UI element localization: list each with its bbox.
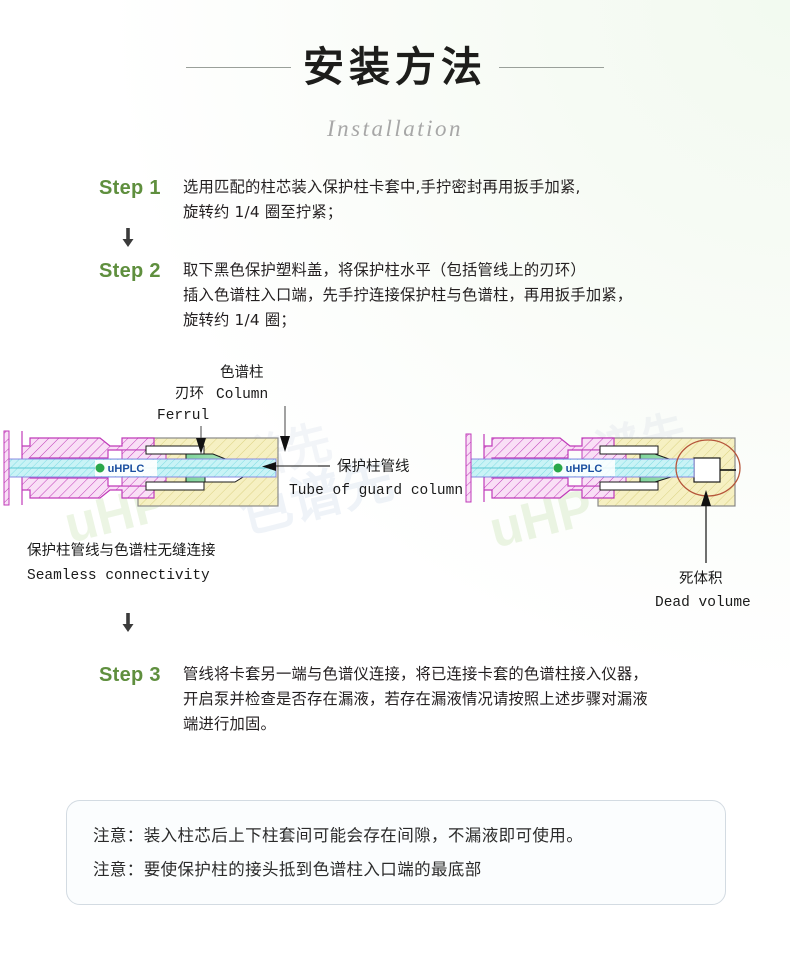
- notes-box: 注意：装入柱芯后上下柱套间可能会存在间隙，不漏液即可使用。 注意：要使保护柱的接…: [66, 800, 726, 905]
- flow-arrow-icon-2: [121, 613, 135, 633]
- step-1-text: 选用匹配的柱芯装入保护柱卡套中,手拧密封再用扳手加紧, 旋转约 1/4 圈至拧紧…: [183, 178, 581, 221]
- flow-arrow-icon: [121, 228, 135, 248]
- step-1-label: Step 1: [99, 177, 161, 199]
- label-seamless-cn: 保护柱管线与色谱柱无缝连接: [27, 542, 216, 559]
- step-1: Step 1 选用匹配的柱芯装入保护柱卡套中,手拧密封再用扳手加紧, 旋转约 1…: [99, 175, 581, 225]
- assembly-diagram: uHP 色谱先 谱先 谱先 uHP: [0, 358, 790, 620]
- step-3: Step 3 管线将卡套另一端与色谱仪连接，将已连接卡套的色谱柱接入仪器， 开启…: [99, 662, 648, 737]
- title-text-cn: 安装方法: [303, 43, 487, 91]
- step-3-label: Step 3: [99, 664, 161, 686]
- label-ferrule-cn: 刃环: [175, 386, 204, 402]
- dead-volume-highlight: [675, 439, 741, 497]
- right-labels: 死体积 Dead volume: [655, 490, 751, 611]
- label-dead-en: Dead volume: [655, 595, 751, 611]
- page-title: 安装方法: [0, 43, 790, 91]
- left-assembly: uHPLC: [3, 430, 279, 507]
- step-3-text: 管线将卡套另一端与色谱仪连接，将已连接卡套的色谱柱接入仪器， 开启泵并检查是否存…: [183, 665, 648, 733]
- title-rule-left: [186, 67, 291, 69]
- label-tube-cn: 保护柱管线: [337, 458, 410, 475]
- right-assembly: uHPLC: [465, 433, 741, 507]
- step-2-label: Step 2: [99, 260, 161, 282]
- brand-logo: uHPLC: [95, 460, 157, 476]
- svg-text:uHPLC: uHPLC: [566, 463, 603, 475]
- note-line-2: 注意：要使保护柱的接头抵到色谱柱入口端的最底部: [93, 860, 482, 879]
- label-ferrule-en: Ferrul: [157, 408, 209, 424]
- brand-logo-right: uHPLC: [553, 460, 615, 476]
- left-labels: 色谱柱 Column 刃环 Ferrul 保护柱管线 Tube of guard…: [27, 364, 463, 584]
- label-dead-cn: 死体积: [679, 570, 723, 587]
- label-seamless-en: Seamless connectivity: [27, 568, 210, 584]
- title-rule-right: [499, 67, 604, 69]
- label-tube-en: Tube of guard column: [289, 483, 463, 499]
- step-2: Step 2 取下黑色保护塑料盖，将保护柱水平（包括管线上的刃环） 插入色谱柱入…: [99, 258, 632, 333]
- step-2-text: 取下黑色保护塑料盖，将保护柱水平（包括管线上的刃环） 插入色谱柱入口端，先手拧连…: [183, 261, 633, 329]
- title-text-en: Installation: [326, 116, 464, 141]
- svg-text:uHPLC: uHPLC: [108, 463, 145, 475]
- note-line-1: 注意：装入柱芯后上下柱套间可能会存在间隙，不漏液即可使用。: [93, 826, 584, 845]
- label-column-en: Column: [216, 387, 268, 403]
- label-column-cn: 色谱柱: [220, 364, 264, 381]
